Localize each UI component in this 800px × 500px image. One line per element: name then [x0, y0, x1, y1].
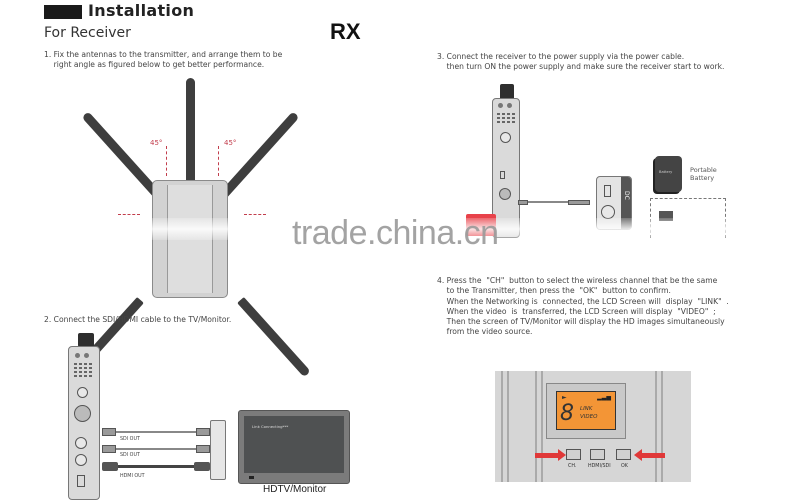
device-strap [78, 333, 94, 347]
step-2-text: 2. Connect the SDI/HDMI cable to the TV/… [44, 315, 232, 324]
hdmi-sdi-button-label: HDMI/SDI [588, 464, 611, 469]
step-3-text: 3. Connect the receiver to the power sup… [437, 52, 725, 72]
ok-button[interactable] [616, 449, 631, 460]
angle-guide-right [218, 146, 219, 176]
step-1-text: 1. Fix the antennas to the transmitter, … [44, 50, 283, 70]
battery-label: Battery [659, 170, 673, 174]
antenna-upper-right [219, 111, 300, 200]
ch-button[interactable] [566, 449, 581, 460]
monitor-caption: HDTV/Monitor [263, 484, 327, 495]
watermark-blur-band [55, 218, 800, 240]
rx-badge: RX [330, 19, 361, 44]
lcd-bezel: ► ▂▃▅ 8 LINK VIDEO [546, 383, 626, 439]
ch-button-label: CH. [568, 464, 577, 469]
angle-label-left: 45° [150, 139, 163, 147]
step-4-text: 4. Press the "CH" button to select the w… [437, 276, 729, 337]
portable-battery: Battery [655, 156, 682, 192]
port-label-sdi-out-1: SDI OUT [120, 437, 140, 442]
angle-guide-lower-right [244, 214, 266, 215]
battery-caption: Portable Battery [690, 166, 717, 182]
page-title: Installation [88, 1, 195, 20]
receiver-lcd-panel: ► ▂▃▅ 8 LINK VIDEO CH. HDMI/SDI OK [495, 371, 691, 482]
angle-label-right: 45° [224, 139, 237, 147]
title-bar-decoration [44, 5, 82, 19]
ok-button-label: OK [621, 464, 628, 469]
device-strap-top [500, 84, 514, 100]
antenna-center [186, 78, 195, 184]
lcd-status-video: VIDEO [580, 414, 598, 420]
lcd-screen: ► ▂▃▅ 8 LINK VIDEO [556, 391, 616, 430]
angle-guide-left [166, 146, 167, 176]
lcd-channel-digit: 8 [560, 401, 574, 426]
receiver-side-view [68, 346, 100, 500]
lcd-status-link: LINK [580, 406, 593, 412]
page-subtitle: For Receiver [44, 25, 131, 41]
port-label-sdi-out-2: SDI OUT [120, 453, 140, 458]
dc-label: DC [623, 191, 630, 200]
watermark: trade.china.cn [292, 214, 499, 252]
angle-guide-lower-left [118, 214, 140, 215]
receiver-side-view-power [492, 98, 520, 238]
lcd-signal-bars-icon: ▂▃▅ [597, 394, 611, 401]
antenna-upper-left [81, 111, 162, 200]
monitor-screen-text: Link Connecting*** [252, 424, 289, 429]
hdtv-monitor: Link Connecting*** [238, 410, 350, 484]
lcd-signal-arrow-icon: ► [562, 394, 567, 401]
hdmi-sdi-button[interactable] [590, 449, 605, 460]
antenna-lower-right [237, 296, 311, 378]
port-label-hdmi-out: HDMI OUT [120, 474, 145, 479]
monitor-input-panel [210, 420, 226, 480]
